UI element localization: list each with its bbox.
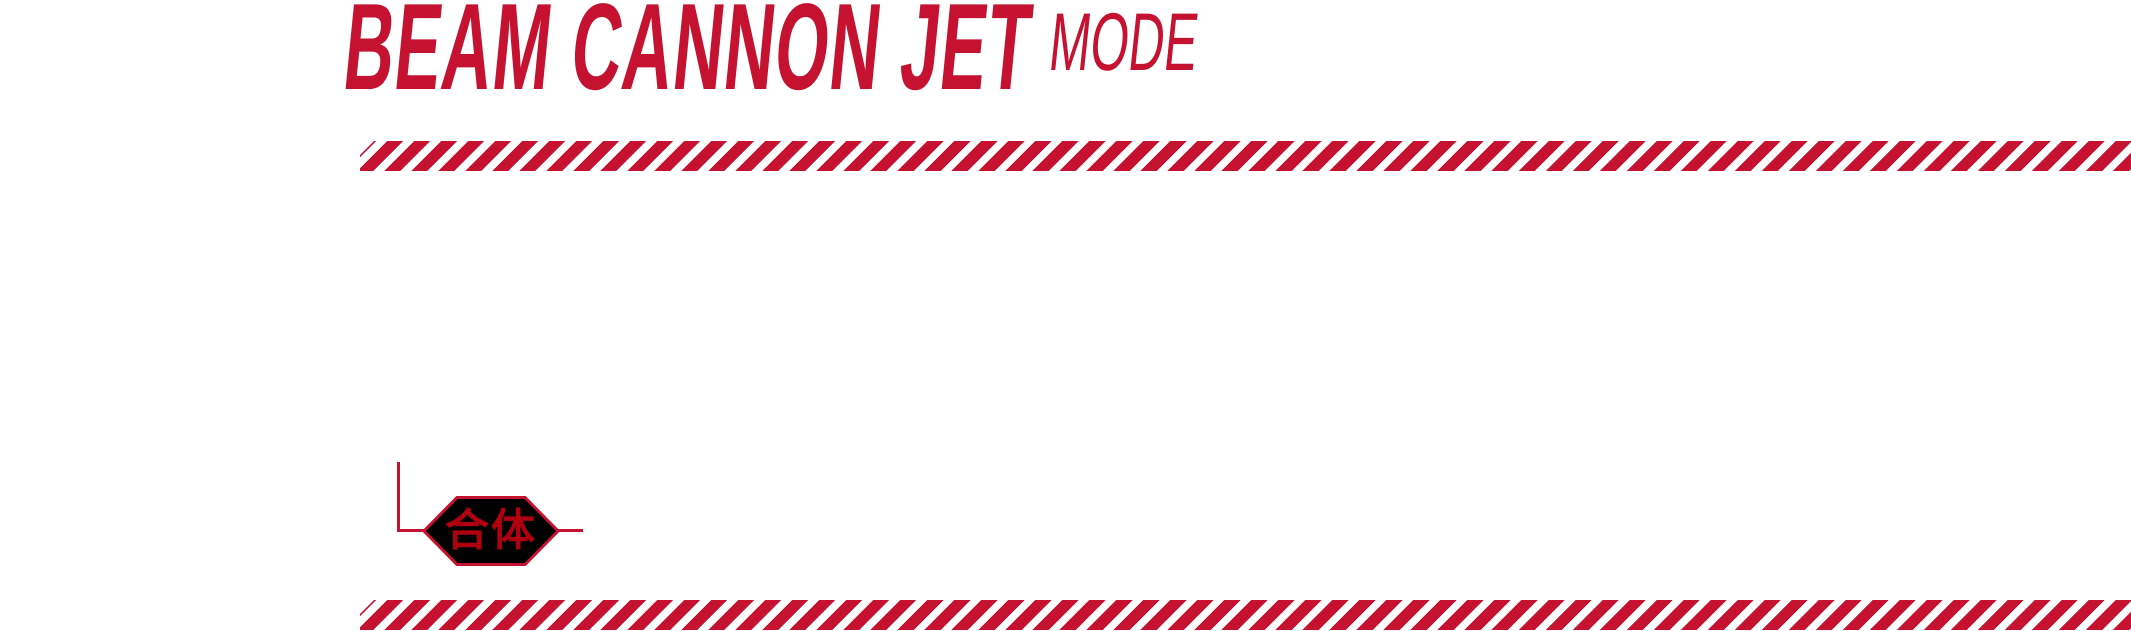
badge-label: 合体	[445, 505, 537, 556]
connector-left-line	[397, 529, 425, 532]
title-mode: MODE	[1045, 0, 1203, 88]
title-main: BEAM CANNON JET	[338, 0, 1039, 116]
hazard-stripe-bottom	[360, 600, 2131, 630]
combine-badge: 合体	[422, 496, 560, 566]
page-title: BEAM CANNON JET	[338, 0, 1578, 118]
hexagon-shape	[422, 496, 560, 566]
connector-right-line	[558, 529, 583, 532]
hazard-stripe-top	[360, 141, 2131, 171]
connector-vertical-line	[397, 462, 400, 531]
